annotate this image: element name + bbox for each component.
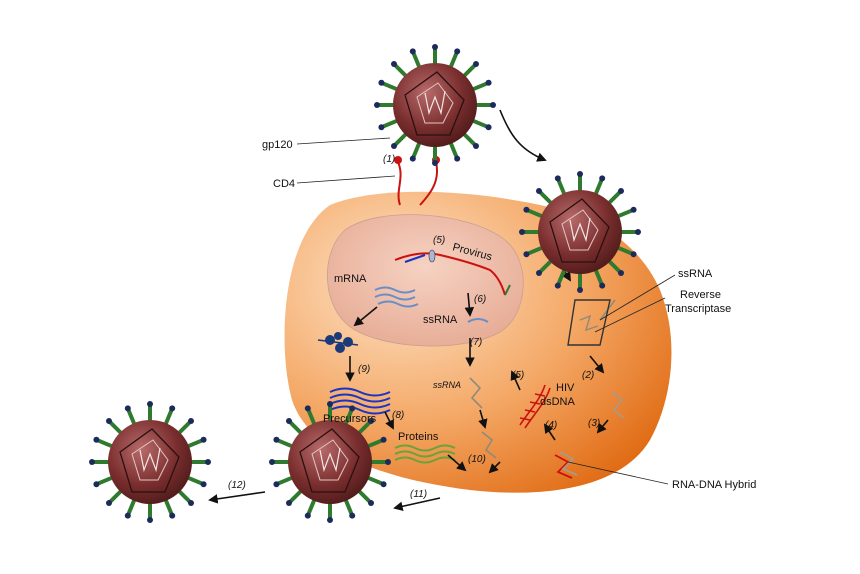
provirus-segment-green	[504, 284, 511, 296]
step-6: (6)	[474, 294, 486, 305]
process-arrows	[208, 109, 609, 512]
precursor-chains	[329, 387, 391, 415]
label-ssrna-right: ssRNA	[678, 268, 713, 280]
label-rna-dna-hybrid: RNA-DNA Hybrid	[672, 479, 756, 491]
provirus-dna	[394, 252, 506, 296]
hiv-dsdna-helix	[519, 384, 551, 429]
label-ssrna-nucleus: ssRNA	[423, 314, 458, 326]
label-dsdna: dsDNA	[540, 396, 576, 408]
label-reverse-transcriptase-line2: Transcriptase	[665, 303, 731, 315]
step-5-cyto: (5)	[512, 370, 524, 381]
provirus-marker	[428, 249, 436, 263]
label-gp120: gp120	[262, 139, 293, 151]
label-cd4: CD4	[273, 178, 295, 190]
step-10: (10)	[468, 454, 486, 465]
label-mrna: mRNA	[334, 273, 367, 285]
provirus-segment-blue	[404, 254, 426, 263]
step-9: (9)	[358, 364, 370, 375]
ssrna-zigzag-center	[469, 377, 497, 459]
label-hiv: HIV	[556, 382, 575, 394]
step-12: (12)	[228, 480, 246, 491]
protein-chains	[394, 444, 456, 464]
label-leader-lines	[296, 137, 676, 485]
step-11: (11)	[410, 489, 427, 500]
label-ssrna-cyto: ssRNA	[433, 380, 461, 390]
step-7: (7)	[470, 337, 482, 348]
step-5: (5)	[433, 235, 445, 246]
step-8: (8)	[392, 410, 404, 421]
nucleus	[327, 214, 524, 347]
virus-right-entering	[517, 169, 643, 295]
ribosome-cluster	[317, 332, 359, 353]
cd4-receptor	[397, 161, 438, 206]
step-4: (4)	[545, 420, 557, 431]
step-1: (1)	[383, 154, 395, 165]
virus-left-released	[87, 399, 214, 525]
label-precursors: Precursors	[323, 413, 377, 425]
rna-dna-hybrid-strand	[554, 451, 578, 479]
ssrna-nucleus-strand	[467, 318, 489, 323]
label-proteins: Proteins	[398, 431, 439, 443]
step-2: (2)	[582, 370, 594, 381]
step-3: (3)	[588, 418, 600, 429]
mrna-strands	[374, 286, 419, 308]
virus-top	[372, 42, 498, 169]
reverse-transcriptase-shape	[567, 299, 611, 346]
label-reverse-transcriptase-line1: Reverse	[680, 289, 721, 301]
